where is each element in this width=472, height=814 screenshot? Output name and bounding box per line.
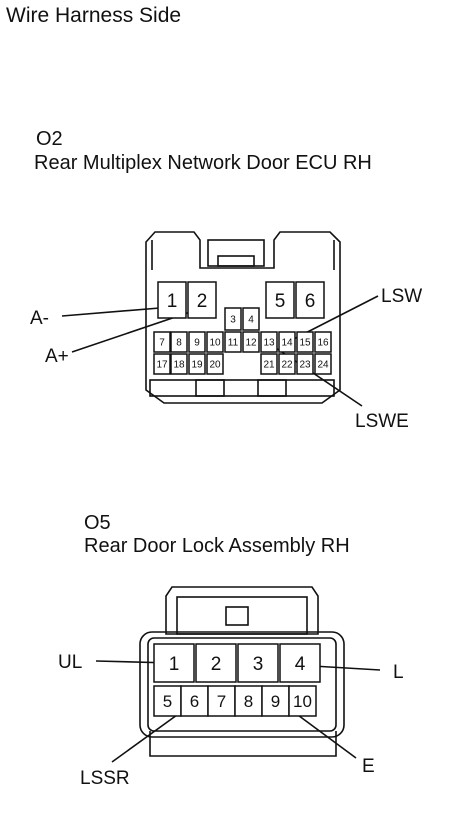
- connector-o5-pin-9-label: 9: [271, 692, 280, 711]
- page-title: Wire Harness Side: [6, 4, 182, 27]
- connector-o2-pin-24-label: 24: [317, 360, 329, 371]
- connector-o2-pin-5-label: 5: [275, 291, 286, 312]
- connector-o5-pin-8-label: 8: [244, 692, 253, 711]
- connector-o5-pin-5: 5: [153, 685, 182, 717]
- connector-o2-pin-20: 20: [206, 353, 224, 375]
- connector-o2-pin-11-label: 11: [228, 338, 239, 349]
- connector-o2-pin-22: 22: [278, 353, 296, 375]
- connector-o2-pin-6-label: 6: [305, 291, 316, 312]
- connector-o2-pin-8: 8: [170, 331, 188, 353]
- connector-o5-code: O5: [84, 512, 111, 534]
- label-a-minus: A-: [30, 308, 49, 329]
- label-l: L: [393, 662, 404, 683]
- connector-o2-pin-2: 2: [187, 281, 217, 319]
- connector-o2-name: Rear Multiplex Network Door ECU RH: [34, 152, 372, 174]
- connector-o5-pin-9: 9: [261, 685, 290, 717]
- connector-o2-pin-12: 12: [242, 331, 260, 353]
- connector-o2-pin-9: 9: [188, 331, 206, 353]
- connector-o2-pin-18: 18: [170, 353, 188, 375]
- connector-o5-pin-4-label: 4: [295, 654, 306, 675]
- connector-o2-pin-3: 3: [224, 307, 242, 331]
- connector-o5-pin-8: 8: [234, 685, 263, 717]
- connector-o5-pin-6-label: 6: [190, 692, 199, 711]
- connector-o5-pin-4: 4: [279, 643, 321, 683]
- connector-o2-pin-14: 14: [278, 331, 296, 353]
- connector-o5-pin-3-label: 3: [253, 654, 264, 675]
- connector-o5-pin-5-label: 5: [163, 692, 172, 711]
- connector-o2-pin-17-label: 17: [156, 360, 168, 371]
- connector-o5-pin-2-label: 2: [211, 654, 222, 675]
- connector-o2-pin-23: 23: [296, 353, 314, 375]
- connector-o2-pin-1: 1: [157, 281, 187, 319]
- connector-o5-pin-7: 7: [207, 685, 236, 717]
- label-lssr: LSSR: [80, 768, 130, 789]
- connector-o2-pin-21: 21: [260, 353, 278, 375]
- connector-o2-pin-10-label: 10: [209, 338, 221, 349]
- connector-o5-name: Rear Door Lock Assembly RH: [84, 535, 350, 557]
- connector-o2-pin-8-label: 8: [176, 338, 182, 349]
- connector-o2-pin-9-label: 9: [194, 338, 200, 349]
- connector-o2-pin-22-label: 22: [281, 360, 293, 371]
- connector-o2-pin-4-label: 4: [248, 315, 254, 326]
- connector-o2-pin-3-label: 3: [230, 315, 236, 326]
- label-a-plus: A+: [45, 346, 69, 367]
- connector-o2-pin-15: 15: [296, 331, 314, 353]
- connector-o2-pin-5: 5: [265, 281, 295, 319]
- connector-o2-pin-15-label: 15: [299, 338, 311, 349]
- connector-o5-pin-7-label: 7: [217, 692, 226, 711]
- connector-o2-pin-19-label: 19: [191, 360, 203, 371]
- connector-o2-pin-10: 10: [206, 331, 224, 353]
- connector-o2-housing: [145, 231, 341, 404]
- connector-o2-pin-18-label: 18: [173, 360, 185, 371]
- connector-o2-pin-17: 17: [153, 353, 171, 375]
- connector-o2-pin-14-label: 14: [281, 338, 293, 349]
- connector-o5-pin-1-label: 1: [169, 654, 180, 675]
- label-lswe: LSWE: [355, 411, 409, 432]
- connector-o5-pin-10-label: 10: [293, 692, 312, 711]
- label-e: E: [362, 756, 375, 777]
- connector-o2-pin-7: 7: [153, 331, 171, 353]
- connector-o2-pin-11: 11: [224, 331, 242, 353]
- connector-o2-pin-16-label: 16: [317, 338, 329, 349]
- connector-o2-pin-13-label: 13: [263, 338, 275, 349]
- connector-o5-pin-10: 10: [288, 685, 317, 717]
- connector-o2-pin-7-label: 7: [159, 338, 165, 349]
- connector-o2-pin-20-label: 20: [209, 360, 221, 371]
- connector-o5-pin-3: 3: [237, 643, 279, 683]
- label-ul: UL: [58, 652, 82, 673]
- connector-o2-pin-19: 19: [188, 353, 206, 375]
- connector-o5-pin-2: 2: [195, 643, 237, 683]
- connector-o2-code: O2: [36, 128, 63, 150]
- connector-o2-pin-6: 6: [295, 281, 325, 319]
- connector-o2-pin-23-label: 23: [299, 360, 311, 371]
- connector-o2-pin-21-label: 21: [263, 360, 275, 371]
- connector-o5-pin-6: 6: [180, 685, 209, 717]
- label-lsw: LSW: [381, 286, 422, 307]
- connector-o2-pin-12-label: 12: [245, 338, 257, 349]
- connector-o2-pin-24: 24: [314, 353, 332, 375]
- connector-o5-pin-1: 1: [153, 643, 195, 683]
- connector-o2-pin-2-label: 2: [197, 291, 208, 312]
- connector-o2-pin-4: 4: [242, 307, 260, 331]
- connector-o2-pin-13: 13: [260, 331, 278, 353]
- connector-o2-pin-1-label: 1: [167, 291, 178, 312]
- connector-o2-pin-16: 16: [314, 331, 332, 353]
